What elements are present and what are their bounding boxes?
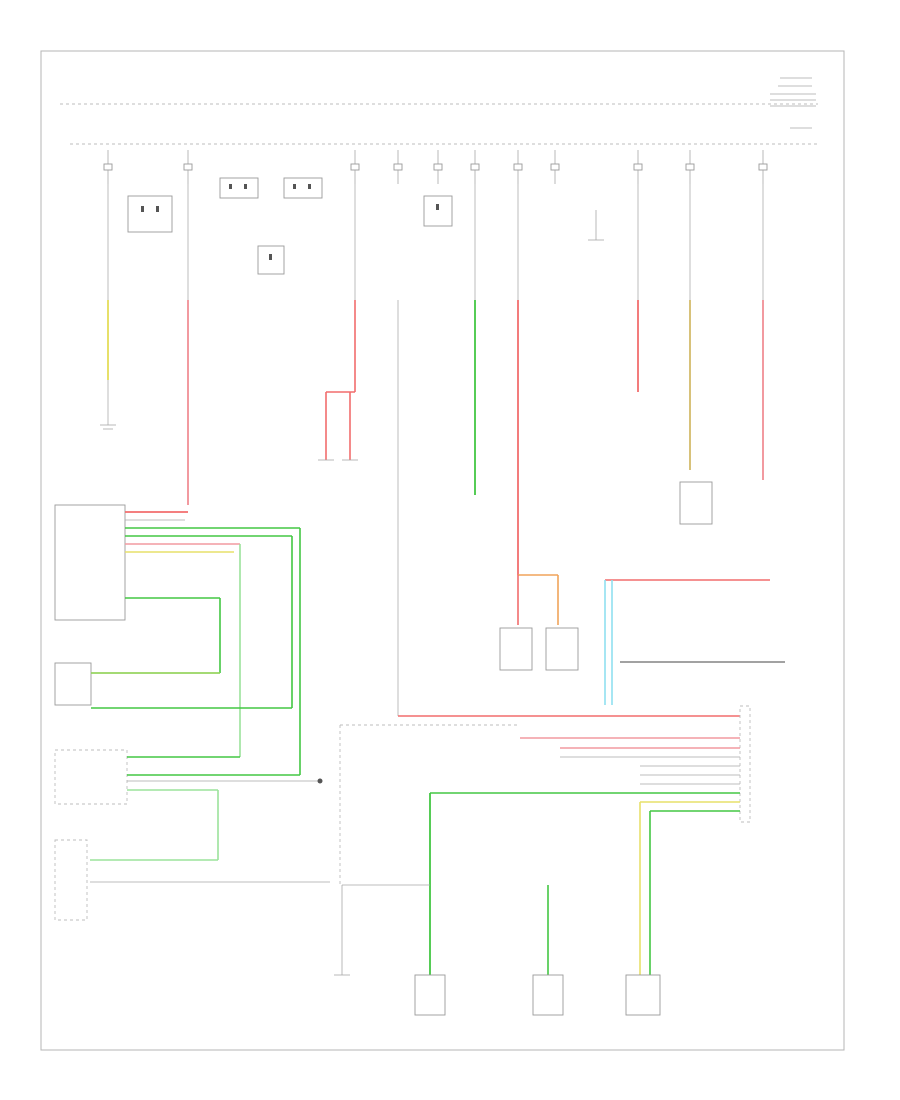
vertical-wires [107, 184, 764, 717]
relay-boxes [127, 177, 604, 275]
right-harness [430, 579, 785, 823]
mid-components [499, 481, 713, 671]
switch-block [54, 662, 292, 709]
bottom-left-connector [54, 839, 330, 921]
bcm-module [54, 504, 301, 775]
header-label-block [770, 77, 816, 129]
diagram-frame [40, 50, 845, 1051]
ground-markers [100, 424, 358, 461]
lower-left-module [54, 749, 323, 860]
bottom-feeders [334, 724, 661, 1016]
fuse-row [103, 150, 768, 184]
